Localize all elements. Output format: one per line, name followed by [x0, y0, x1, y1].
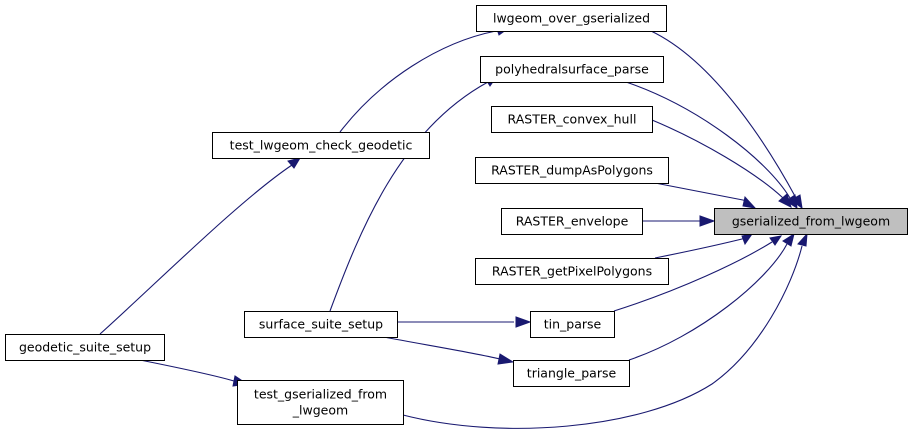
edge-line — [654, 237, 747, 259]
node-box[interactable] — [475, 157, 669, 184]
arrowhead-icon — [741, 233, 754, 246]
edge-RASTER_dumpAsPolygons-to-gserialized_from_lwgeom — [654, 182, 757, 209]
node-box[interactable] — [244, 311, 398, 338]
node-gserialized-from-lwgeom[interactable]: gserialized_from_lwgeom — [714, 208, 908, 235]
edge-line — [383, 336, 501, 360]
arrowhead-icon — [797, 232, 808, 247]
node-box[interactable] — [501, 208, 643, 235]
node-label: lwgeom_over_gserialized — [493, 11, 650, 26]
edge-polyhedralsurface_parse-to-gserialized_from_lwgeom — [625, 81, 798, 210]
node-box[interactable] — [513, 360, 630, 387]
node-label: test_gserialized_from — [254, 387, 387, 402]
edge-line — [339, 30, 497, 133]
nodes-layer: gserialized_from_lwgeom lwgeom_over_gseri… — [5, 5, 908, 425]
node-label: RASTER_getPixelPolygons — [492, 264, 652, 279]
arrowhead-icon — [769, 235, 783, 246]
edge-surface_suite_setup-to-triangle_parse — [383, 336, 515, 365]
node-label: triangle_parse — [527, 366, 617, 381]
edge-lwgeom_over_gserialized-to-gserialized_from_lwgeom — [650, 30, 803, 210]
edge-RASTER_envelope-to-gserialized_from_lwgeom — [642, 215, 716, 227]
node-label: surface_suite_setup — [259, 317, 383, 332]
node-raster-convex-hull[interactable]: RASTER_convex_hull — [491, 106, 653, 133]
arrowhead-icon — [782, 232, 795, 247]
edges-layer — [99, 25, 808, 429]
edge-triangle_parse-to-gserialized_from_lwgeom — [628, 232, 795, 361]
arrowhead-icon — [699, 215, 716, 227]
arrowhead-icon — [287, 157, 302, 169]
node-polyhedralsurface-parse[interactable]: polyhedralsurface_parse — [480, 56, 664, 83]
edge-line — [628, 243, 788, 361]
node-box[interactable] — [530, 311, 615, 338]
arrowhead-icon — [742, 195, 757, 209]
node-label: _lwgeom — [292, 403, 348, 418]
edge-surface_suite_setup-to-tin_parse — [397, 316, 532, 328]
arrowhead-icon — [497, 353, 515, 365]
edge-geodetic_suite_setup-to-test_gserialized_from_lwgeom — [139, 359, 249, 387]
node-label: RASTER_envelope — [516, 214, 629, 229]
node-label: test_lwgeom_check_geodetic — [230, 138, 413, 153]
node-box[interactable] — [491, 106, 653, 133]
edge-line — [402, 245, 803, 429]
node-label: RASTER_convex_hull — [508, 112, 637, 127]
arrowhead-icon — [515, 316, 532, 328]
node-test-gserialized-from-lwgeom[interactable]: test_gserialized_from_lwgeom — [237, 380, 404, 425]
node-label: RASTER_dumpAsPolygons — [491, 163, 653, 178]
node-raster-dumpaspolygons[interactable]: RASTER_dumpAsPolygons — [475, 157, 669, 184]
edge-line — [650, 30, 797, 199]
node-surface-suite-setup[interactable]: surface_suite_setup — [244, 311, 398, 338]
node-lwgeom-over-gserialized[interactable]: lwgeom_over_gserialized — [476, 5, 667, 32]
edge-geodetic_suite_setup-to-test_lwgeom_check_geodetic — [99, 157, 302, 335]
node-raster-envelope[interactable]: RASTER_envelope — [501, 208, 643, 235]
edge-surface_suite_setup-to-polyhedralsurface_parse — [329, 75, 499, 312]
edge-line — [99, 164, 293, 335]
edge-tin_parse-to-gserialized_from_lwgeom — [613, 235, 783, 312]
node-box[interactable] — [714, 208, 908, 235]
edge-line — [654, 182, 749, 202]
node-tin-parse[interactable]: tin_parse — [530, 311, 615, 338]
node-box[interactable] — [480, 56, 664, 83]
node-box[interactable] — [475, 258, 669, 285]
arrowhead-icon — [778, 193, 792, 208]
node-label: tin_parse — [544, 317, 602, 332]
edge-RASTER_convex_hull-to-gserialized_from_lwgeom — [651, 119, 792, 208]
node-box[interactable] — [212, 132, 430, 159]
edge-line — [651, 119, 784, 199]
node-label: gserialized_from_lwgeom — [732, 214, 890, 229]
node-triangle-parse[interactable]: triangle_parse — [513, 360, 630, 387]
edge-test_gserialized_from_lwgeom-to-gserialized_from_lwgeom — [402, 232, 808, 429]
edge-line — [329, 81, 489, 312]
node-box[interactable] — [5, 334, 165, 361]
node-label: polyhedralsurface_parse — [495, 62, 649, 77]
edge-line — [625, 81, 791, 199]
node-label: geodetic_suite_setup — [19, 340, 151, 355]
node-box[interactable] — [476, 5, 667, 32]
edge-line — [139, 359, 235, 382]
edge-RASTER_getPixelPolygons-to-gserialized_from_lwgeom — [654, 233, 754, 259]
node-geodetic-suite-setup[interactable]: geodetic_suite_setup — [5, 334, 165, 361]
edge-line — [613, 241, 773, 312]
node-raster-getpixelpolygons[interactable]: RASTER_getPixelPolygons — [475, 258, 669, 285]
node-box[interactable] — [237, 380, 404, 425]
arrowhead-icon — [785, 194, 798, 210]
node-test-lwgeom-check-geodetic[interactable]: test_lwgeom_check_geodetic — [212, 132, 430, 159]
